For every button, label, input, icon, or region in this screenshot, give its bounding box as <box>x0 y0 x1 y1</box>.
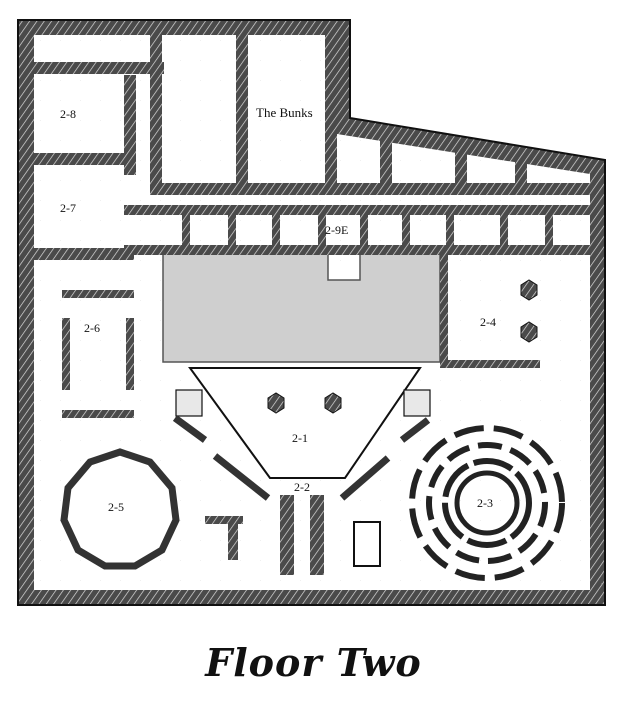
corridor-wall-right <box>310 495 324 575</box>
wall-t-top <box>205 516 243 524</box>
wall-wing-2 <box>455 152 467 192</box>
stair-left <box>175 389 203 417</box>
label-r22: 2-2 <box>294 480 310 494</box>
table <box>353 521 381 567</box>
pillar-r24-b <box>520 321 538 343</box>
wall-v1 <box>150 35 162 195</box>
wall-r26-left <box>62 318 70 390</box>
wall-t-stem <box>228 516 238 560</box>
wall-v3 <box>325 35 337 195</box>
corridor-wall-left <box>280 495 294 575</box>
pillar-r24-a <box>520 279 538 301</box>
wall-r24-left <box>440 255 448 365</box>
wall-r26-right <box>126 318 134 390</box>
wall-wing-1 <box>380 140 392 192</box>
label-r24: 2-4 <box>480 315 496 329</box>
pillar-left <box>267 392 285 414</box>
wall-cells-bottom <box>124 245 590 255</box>
wall-diag-2 <box>212 453 271 501</box>
wall-r28-bottom <box>34 153 134 165</box>
label-bunks: The Bunks <box>256 105 313 120</box>
wall-bunks-bottom <box>150 183 350 195</box>
room-r25-ring <box>60 448 180 570</box>
wall-r26-bottom <box>62 410 134 418</box>
pillar-right <box>324 392 342 414</box>
stair-right <box>403 389 431 417</box>
wall-diag-4 <box>399 417 431 443</box>
label-r29e: 2-9E <box>325 223 348 237</box>
wall-cells-top <box>124 205 590 215</box>
wall-r24-bottom <box>440 360 540 368</box>
courtyard <box>162 251 441 363</box>
wall-top-room-sep <box>34 62 164 74</box>
wall-r26-top <box>62 290 134 298</box>
hall-r21 <box>188 367 422 479</box>
cell-dividers <box>182 205 553 253</box>
label-r23: 2-3 <box>477 496 493 510</box>
label-r28: 2-8 <box>60 107 76 121</box>
label-r25: 2-5 <box>108 500 124 514</box>
label-r21: 2-1 <box>292 431 308 445</box>
wall-r28-right <box>124 75 136 175</box>
wall-diag-3 <box>339 455 391 501</box>
wall-wing-bottom <box>337 183 590 195</box>
label-r27: 2-7 <box>60 201 76 215</box>
room-r23-rings <box>409 425 565 581</box>
map-title: Floor Two <box>205 640 422 685</box>
label-r26: 2-6 <box>84 321 100 335</box>
wall-r27-bottom <box>34 248 134 260</box>
wall-v2 <box>236 35 248 195</box>
wall-diag-1 <box>172 415 208 443</box>
